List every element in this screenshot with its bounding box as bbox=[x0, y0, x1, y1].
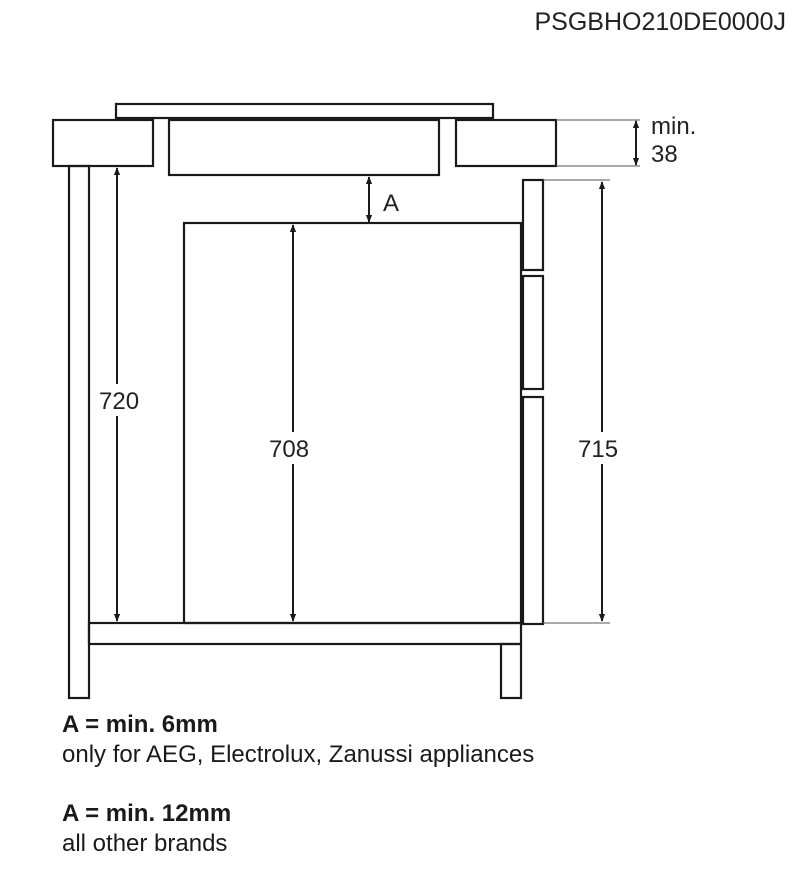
drawer-front-bottom bbox=[521, 395, 545, 626]
worktop-right bbox=[454, 118, 558, 168]
drawer-front-middle bbox=[521, 274, 545, 391]
note-other-brands: A = min. 12mm all other brands bbox=[62, 799, 231, 859]
worktop-left bbox=[51, 118, 155, 168]
note-heading: A = min. 6mm bbox=[62, 711, 218, 738]
label-center-height: 708 bbox=[269, 436, 309, 463]
label-right-height: 715 bbox=[578, 436, 618, 463]
cabinet-side-panel bbox=[67, 164, 91, 700]
note-heading: A = min. 12mm bbox=[62, 800, 232, 827]
label-left-height: 720 bbox=[99, 388, 139, 415]
base-shelf bbox=[87, 621, 523, 646]
drawer-front-top bbox=[521, 178, 545, 272]
note-text: all other brands bbox=[62, 830, 228, 857]
product-code: PSGBHO210DE0000J bbox=[534, 8, 786, 36]
oven-unit bbox=[182, 221, 523, 625]
hob-body bbox=[167, 118, 441, 177]
label-gap: A bbox=[383, 190, 399, 217]
note-text: only for AEG, Electrolux, Zanussi applia… bbox=[62, 741, 535, 768]
note-brand-aeg: A = min. 6mm only for AEG, Electrolux, Z… bbox=[62, 710, 534, 770]
label-min-value: 38 bbox=[651, 141, 678, 168]
hob-glass bbox=[114, 102, 495, 120]
label-min: min. bbox=[651, 113, 696, 140]
cabinet-leg-right bbox=[499, 642, 523, 700]
